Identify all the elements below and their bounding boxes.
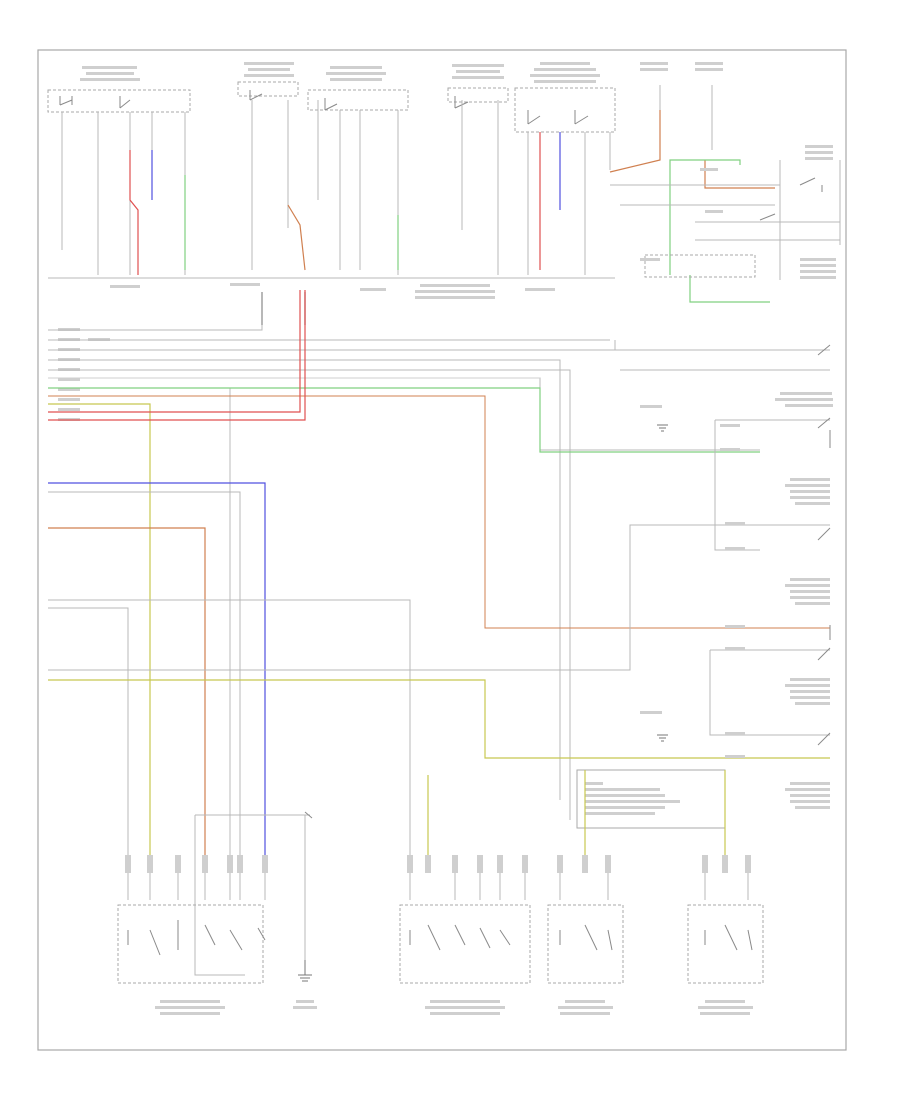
right-side-switches [614, 340, 833, 809]
ground-icon [293, 960, 317, 1009]
connector-icon [261, 292, 306, 325]
wire-orange-top [287, 204, 306, 271]
bottom-modules [117, 855, 764, 1015]
bottom-module-passenger-door [399, 855, 531, 1015]
wire-blue-long [48, 482, 266, 862]
bottom-module-rear-right [687, 855, 764, 1015]
ground-icon [657, 424, 668, 742]
right-switch-group [610, 145, 841, 280]
bottom-module-driver-door [117, 855, 268, 1015]
top-module-group [47, 62, 723, 133]
top-wires [61, 100, 611, 275]
wire-red-top [129, 150, 139, 275]
diagram-frame [37, 49, 847, 1051]
fuse-group [609, 85, 775, 189]
left-bus [48, 290, 830, 862]
wire-green-right [669, 159, 741, 275]
note-box [427, 769, 726, 862]
bottom-module-rear-left [547, 855, 624, 1015]
